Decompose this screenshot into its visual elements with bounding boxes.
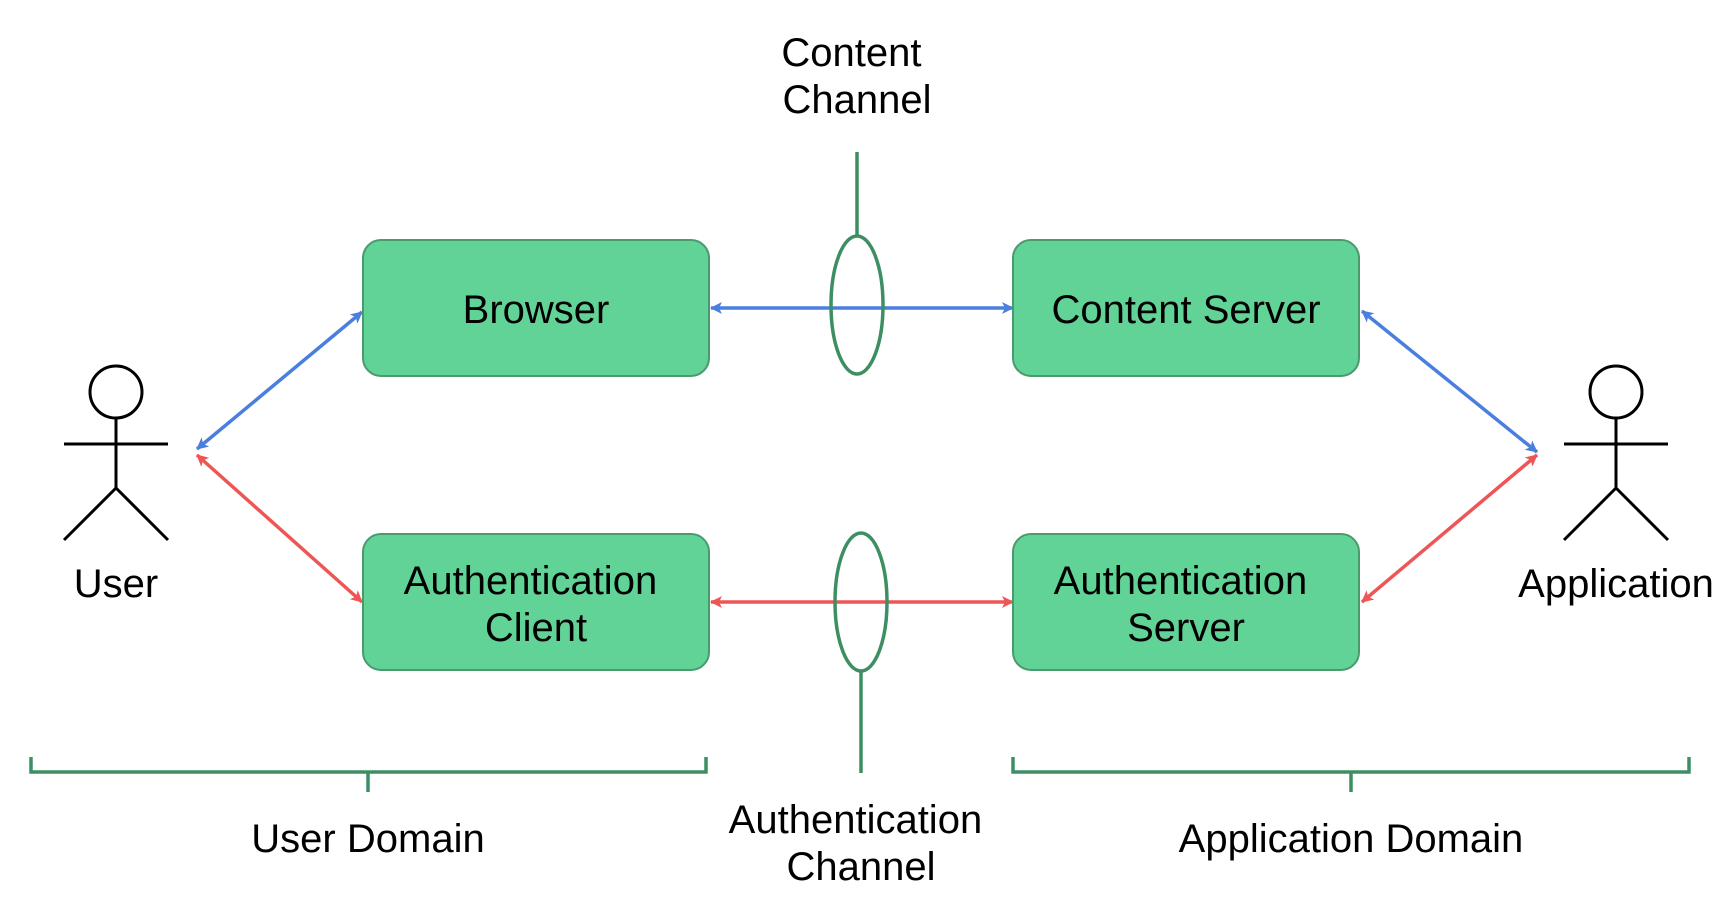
- arrow-user-auth-client: [195, 453, 364, 604]
- user-domain: User Domain: [29, 757, 708, 861]
- authentication-channel: Authentication Channel: [729, 531, 994, 889]
- application-actor: Application: [1518, 364, 1714, 606]
- stick-figure-icon: [1562, 364, 1670, 542]
- arrow-user-browser: [195, 310, 364, 451]
- application-actor-label: Application: [1518, 562, 1714, 606]
- arrow-content-server-application: [1360, 309, 1539, 454]
- browser-node: Browser: [362, 239, 710, 377]
- application-domain-label: Application Domain: [1179, 817, 1524, 861]
- content-server-label: Content Server: [1051, 288, 1320, 332]
- application-domain-brace: [1011, 757, 1691, 792]
- content-server-node: Content Server: [1012, 239, 1360, 377]
- authentication-client-label: Authentication Client: [404, 559, 669, 650]
- authentication-channel-label: Authentication Channel: [729, 798, 994, 889]
- content-channel: Content Channel: [781, 31, 932, 376]
- arrow-auth-server-application: [1360, 453, 1539, 604]
- user-domain-label: User Domain: [251, 817, 484, 861]
- authentication-server-label: Authentication Server: [1054, 559, 1319, 650]
- authentication-client-node: Authentication Client: [362, 533, 710, 671]
- user-domain-brace: [29, 757, 708, 792]
- stick-figure-icon: [62, 364, 170, 542]
- browser-label: Browser: [463, 288, 610, 332]
- application-domain: Application Domain: [1011, 757, 1691, 861]
- user-actor: User: [62, 364, 170, 606]
- user-actor-label: User: [74, 562, 158, 606]
- content-channel-ellipse: [829, 234, 885, 376]
- content-channel-label: Content Channel: [781, 31, 932, 122]
- authentication-server-node: Authentication Server: [1012, 533, 1360, 671]
